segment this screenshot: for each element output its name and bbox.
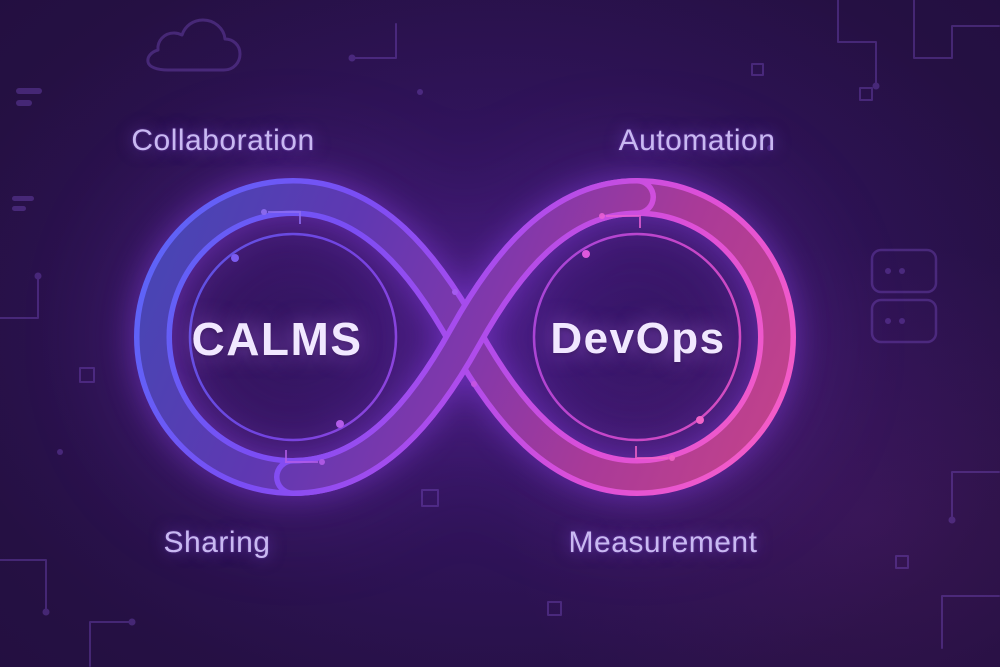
- circuit-node: [348, 54, 356, 62]
- circuit-node: [696, 416, 704, 424]
- inner-ring-right: [532, 232, 742, 442]
- circuit-stub: [268, 211, 301, 224]
- circuit-trace: [0, 559, 47, 613]
- cloud-icon: [146, 18, 242, 72]
- infinity-over-strand-core: [279, 183, 651, 491]
- label-measurement: Measurement: [568, 526, 758, 559]
- circuit-trace: [837, 0, 877, 87]
- label-calms: CALMS: [191, 313, 363, 365]
- circuit-dash: [12, 196, 34, 201]
- circuit-node: [452, 289, 458, 295]
- circuit-node: [336, 420, 344, 428]
- circuit-node: [42, 608, 50, 616]
- circuit-square: [547, 601, 562, 616]
- server-rack-icon: [870, 248, 938, 344]
- circuit-dash: [12, 206, 26, 211]
- circuit-square: [421, 489, 439, 507]
- circuit-node: [128, 618, 136, 626]
- circuit-node: [599, 213, 605, 219]
- circuit-trace: [351, 23, 397, 59]
- circuit-node: [34, 272, 42, 280]
- label-devops: DevOps: [550, 314, 726, 363]
- circuit-stub: [606, 215, 641, 228]
- circuit-node: [471, 381, 477, 387]
- circuit-trace: [951, 471, 1000, 521]
- circuit-trace: [941, 595, 1000, 649]
- circuit-square: [751, 63, 764, 76]
- circuit-node: [57, 449, 63, 455]
- inner-ring-left: [188, 232, 398, 442]
- circuit-node: [261, 209, 267, 215]
- circuit-trace: [913, 0, 1000, 59]
- circuit-stub: [635, 446, 668, 459]
- circuit-trace: [89, 621, 133, 667]
- circuit-node: [231, 254, 239, 262]
- circuit-node: [669, 455, 675, 461]
- circuit-square: [895, 555, 909, 569]
- circuit-node: [767, 145, 773, 151]
- circuit-node: [872, 82, 880, 90]
- inner-circuit-details: [231, 209, 704, 465]
- circuit-stub: [285, 450, 318, 463]
- circuit-square: [79, 367, 95, 383]
- label-collaboration: Collaboration: [131, 124, 315, 157]
- label-sharing: Sharing: [163, 526, 271, 559]
- label-automation: Automation: [618, 124, 776, 157]
- circuit-node: [319, 459, 325, 465]
- circuit-node: [417, 89, 423, 95]
- circuit-trace: [0, 275, 39, 319]
- circuit-node: [948, 516, 956, 524]
- circuit-dash: [16, 88, 42, 94]
- circuit-dash: [16, 100, 32, 106]
- infinity-loop: [134, 178, 796, 496]
- circuit-node: [582, 250, 590, 258]
- circuit-square: [859, 87, 873, 101]
